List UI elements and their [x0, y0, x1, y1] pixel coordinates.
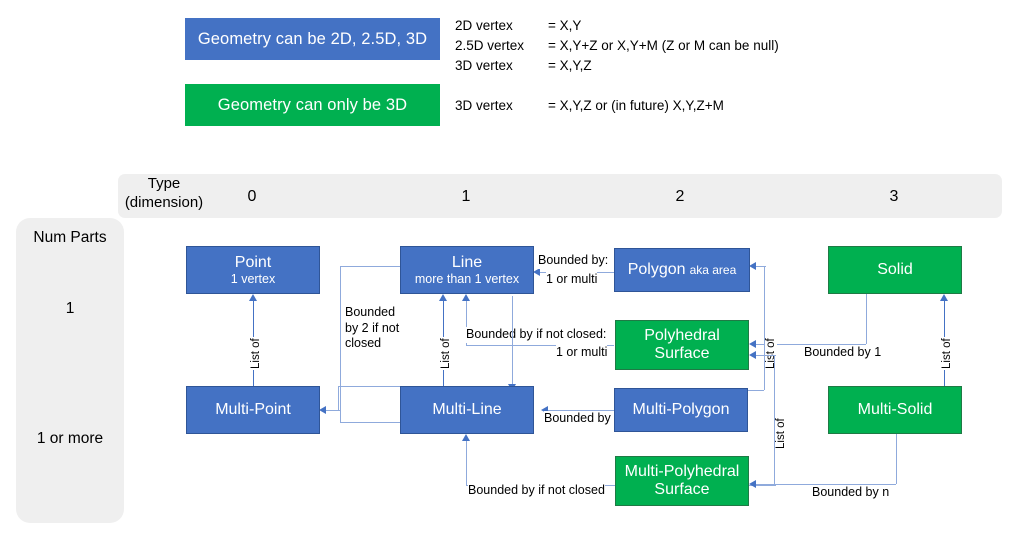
edge-label-bounded-by-n: Bounded by n: [812, 485, 890, 501]
column-header-2: 2: [675, 188, 685, 205]
edge-multiline-to-multipoint-h: [326, 410, 340, 411]
edge-label-list-of-polygon: List of: [765, 337, 777, 370]
edge-multisolid-to-multipolyhedral-v: [896, 434, 897, 484]
edge-multipolyhedral-to-polyhedral-v: [774, 355, 775, 485]
edge-multipolygon-to-polygon-h2: [756, 266, 766, 267]
edge-label-bounded-by-if-not-closed: Bounded by if not closed: [468, 483, 605, 499]
edge-multisolid-to-solid-arrow: [939, 294, 948, 301]
node-point-subtitle: 1 vertex: [230, 271, 276, 286]
node-polyhedral-surface[interactable]: Polyhedral Surface: [615, 320, 749, 370]
legend-def-25d: = X,Y+Z or X,Y+M (Z or M can be null): [548, 38, 779, 53]
legend-swatch-blue: Geometry can be 2D, 2.5D, 3D: [185, 18, 440, 60]
legend-term-3d: 3D vertex: [455, 58, 513, 73]
column-header-panel: [118, 174, 1002, 218]
edge-label-bounded-by-2-if-not-closed: Bounded by 2 if not closed: [345, 305, 403, 352]
edge-label-1-or-multi: 1 or multi: [546, 272, 598, 288]
type-axis-label-line1: Type: [147, 175, 181, 192]
edge-label-bounded-if-not-closed: Bounded by if not closed:: [466, 327, 607, 343]
node-polygon-title: Polygon: [627, 261, 686, 279]
node-multi-polygon-title: Multi-Polygon: [632, 401, 730, 419]
edge-multiline-to-line-arrow: [438, 294, 447, 301]
edge-multipolyhedral-to-multiline-v: [466, 440, 467, 485]
edge-polyhedral-to-line-h: [466, 345, 614, 346]
edge-label-list-of-point: List of: [250, 337, 262, 370]
num-parts-label: Num Parts: [33, 229, 107, 246]
edge-multipolyhedral-to-polyhedral-h1: [756, 355, 776, 356]
edge-polygon-to-line-arrow: [533, 267, 540, 276]
node-line-title: Line: [451, 254, 483, 272]
node-point-title: Point: [234, 254, 272, 272]
edge-multipolygon-to-multiline: [548, 410, 616, 411]
edge-multisolid-to-multipolyhedral-arrow: [749, 479, 756, 488]
node-multi-polyhedral-surface-title: Multi-Polyhedral: [624, 463, 740, 481]
node-multi-line[interactable]: Multi-Line: [400, 386, 534, 434]
legend-term-3d-only: 3D vertex: [455, 98, 513, 113]
edge-solid-to-polyhedral-arrow: [749, 339, 756, 348]
legend-swatch-green: Geometry can only be 3D: [185, 84, 440, 126]
edge-multipolyhedral-to-polyhedral-arrow: [749, 350, 756, 359]
legend-def-3d-only: = X,Y,Z or (in future) X,Y,Z+M: [548, 98, 724, 113]
legend-def-2d: = X,Y: [548, 18, 582, 33]
edge-label-bounded-by-1: Bounded by 1: [804, 345, 882, 361]
node-polygon[interactable]: Polygon aka area: [614, 248, 750, 292]
type-axis-label-line2: (dimension): [124, 194, 204, 211]
edge-label-bounded-by-colon: Bounded by:: [538, 253, 609, 269]
row-header-1-or-more: 1 or more: [36, 430, 104, 447]
node-multi-polyhedral-surface[interactable]: Multi-Polyhedral Surface: [615, 456, 749, 506]
node-polyhedral-surface-subtitle: Surface: [654, 345, 710, 362]
node-multi-line-title: Multi-Line: [432, 401, 502, 419]
row-header-panel: [16, 218, 124, 523]
edge-multisolid-to-multipolyhedral-h: [756, 484, 896, 485]
edge-label-list-of-solid: List of: [941, 337, 953, 370]
legend-def-3d: = X,Y,Z: [548, 58, 592, 73]
edge-line-bounded-bottom: [340, 422, 400, 423]
column-header-1: 1: [461, 188, 471, 205]
legend-term-25d: 2.5D vertex: [455, 38, 525, 53]
edge-label-bounded-by: Bounded by: [544, 411, 611, 427]
node-line-subtitle: more than 1 vertex: [414, 271, 520, 286]
node-polygon-subtitle: aka area: [689, 263, 737, 278]
edge-multiline-to-multipoint-v: [338, 386, 339, 410]
edge-multipoint-to-point-arrow: [248, 294, 257, 301]
column-header-3: 3: [889, 188, 899, 205]
legend-label-blue: Geometry can be 2D, 2.5D, 3D: [197, 29, 428, 48]
edge-solid-to-polyhedral-h: [756, 344, 866, 345]
node-multi-point-title: Multi-Point: [215, 401, 291, 419]
node-solid[interactable]: Solid: [828, 246, 962, 294]
edge-polyhedral-to-line-v: [466, 300, 467, 345]
column-header-0: 0: [247, 188, 257, 205]
node-multi-polyhedral-surface-subtitle: Surface: [654, 481, 710, 498]
edge-polyhedral-to-line-arrow: [461, 294, 470, 301]
legend-term-2d: 2D vertex: [455, 18, 513, 33]
edge-label-1-or-multi-2: 1 or multi: [556, 345, 608, 361]
edge-label-list-of-line: List of: [440, 337, 452, 370]
edge-multipolygon-to-polygon-arrow: [749, 261, 756, 270]
node-multi-point[interactable]: Multi-Point: [186, 386, 320, 434]
edge-line-to-multiline-v: [512, 296, 513, 386]
edge-solid-to-polyhedral-v: [866, 294, 867, 344]
node-point[interactable]: Point 1 vertex: [186, 246, 320, 294]
node-multi-solid-title: Multi-Solid: [857, 401, 933, 419]
node-multi-solid[interactable]: Multi-Solid: [828, 386, 962, 434]
node-polyhedral-surface-title: Polyhedral: [644, 327, 720, 345]
edge-multipolyhedral-to-multiline-arrow: [461, 434, 470, 441]
edge-multipolygon-to-polygon-v: [764, 266, 765, 390]
edge-multiline-to-multipoint-h2: [338, 386, 404, 387]
edge-line-bounded-top: [340, 266, 402, 267]
node-line[interactable]: Line more than 1 vertex: [400, 246, 534, 294]
edge-line-bounded-stem: [340, 266, 341, 423]
edge-multiline-to-multipoint-arrow: [319, 405, 326, 414]
node-multi-polygon[interactable]: Multi-Polygon: [614, 388, 748, 432]
row-header-1: 1: [65, 300, 75, 317]
legend-label-green: Geometry can only be 3D: [217, 95, 408, 114]
node-solid-title: Solid: [877, 261, 913, 279]
edge-label-list-of-polyhedral: List of: [775, 417, 787, 450]
edge-multipolygon-to-multiline-arrow: [541, 405, 548, 414]
